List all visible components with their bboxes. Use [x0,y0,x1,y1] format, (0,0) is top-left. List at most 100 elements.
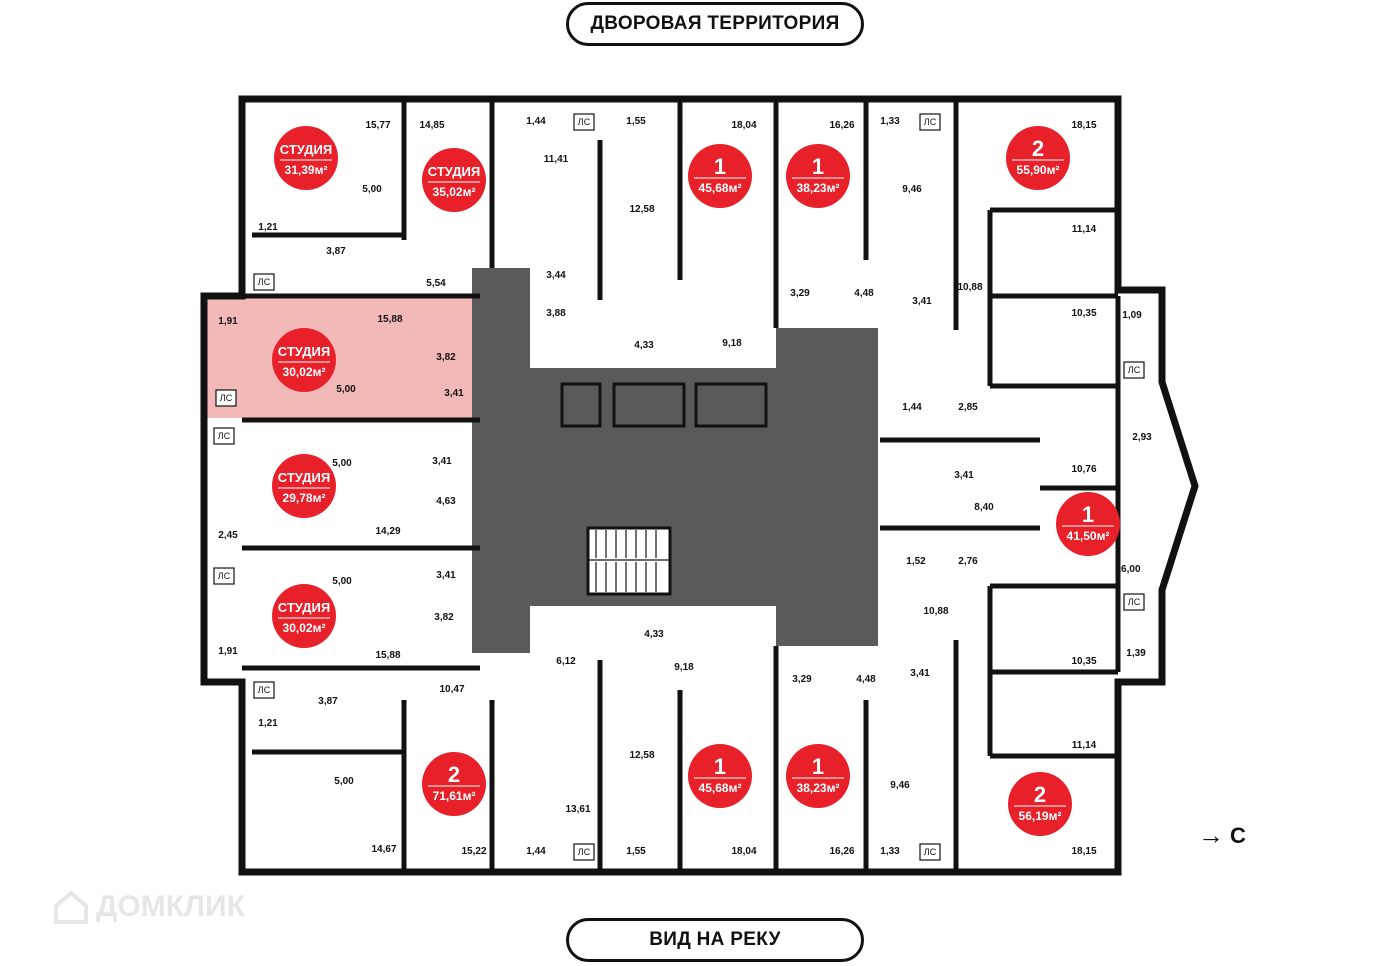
room-area-label: 1,44 [526,116,546,127]
room-area-label: 15,77 [365,120,390,131]
ls-box [573,843,595,861]
room-area-label: 4,33 [644,629,664,640]
badge-type: 1 [812,754,824,779]
ls-box [213,567,235,585]
room-area-label: 3,82 [434,612,454,623]
ls-label: ЛС [220,393,233,403]
room-area-label: 13,61 [565,804,590,815]
room-area-label: 18,15 [1071,846,1096,857]
apartment-badge[interactable]: СТУДИЯ 31,39м² [274,126,338,190]
badge-area: 41,50м² [1067,529,1110,543]
ls-marker: ЛС [215,389,237,407]
room-area-label: 15,88 [375,650,400,661]
room-area-label: 3,44 [546,270,566,281]
room-area-label: 14,29 [375,526,400,537]
room-area-label: 1,91 [218,316,238,327]
room-area-label: 9,18 [722,338,742,349]
badge-area: 56,19м² [1019,809,1062,823]
ls-marker: ЛС [253,273,275,291]
ls-label: ЛС [1128,597,1141,607]
highlighted-apartment[interactable] [202,295,478,418]
ls-marker: ЛС [573,843,595,861]
apartment-badge[interactable]: СТУДИЯ 29,78м² [272,454,336,518]
apartment-badge[interactable]: 256,19м² [1008,772,1072,836]
room-area-label: 11,41 [544,154,569,165]
room-area-label: 3,29 [792,674,812,685]
room-area-label: 4,48 [854,288,874,299]
room-area-label: 15,88 [377,314,402,325]
ls-marker: ЛС [213,427,235,445]
room-area-label: 18,04 [731,120,756,131]
badge-circle [1008,772,1072,836]
room-area-label: 1,33 [880,116,900,127]
ls-box [573,113,595,131]
ls-label: ЛС [258,277,271,287]
badge-circle [422,148,486,212]
badge-area: 35,02м² [433,185,476,199]
ls-marker: ЛС [1123,361,1145,379]
apartment-badge[interactable]: 145,68м² [688,144,752,208]
room-area-label: 6,12 [556,656,576,667]
badge-type: СТУДИЯ [278,344,330,359]
house-icon [54,890,88,924]
badge-type: СТУДИЯ [278,470,330,485]
apartment-badge[interactable]: 138,23м² [786,744,850,808]
room-area-label: 1,39 [1126,648,1146,659]
apartment-badge[interactable]: 271,61м² [422,752,486,816]
room-area-label: 10,88 [923,606,948,617]
badge-type: 1 [1082,502,1094,527]
north-label: С [1230,822,1246,848]
apartment-badge[interactable]: 1 41,50м² [1056,492,1120,556]
room-area-label: 2,76 [958,556,978,567]
room-area-label: 14,85 [419,120,444,131]
room-area-label: 2,93 [1132,432,1152,443]
badge-type: 1 [714,754,726,779]
ls-marker: ЛС [253,681,275,699]
room-area-label: 18,04 [731,846,756,857]
north-indicator: → С [1198,820,1246,851]
room-area-label: 14,67 [371,844,396,855]
room-area-label: 1,21 [258,222,278,233]
badge-type: СТУДИЯ [280,142,332,157]
room-area-label: 11,14 [1072,740,1097,751]
ls-box [919,843,941,861]
ls-label: ЛС [578,847,591,857]
badge-area: 29,78м² [283,491,326,505]
ls-marker: ЛС [1123,593,1145,611]
apartment-badge[interactable]: 138,23м² [786,144,850,208]
room-area-label: 3,82 [436,352,456,363]
apartment-badge[interactable]: 145,68м² [688,744,752,808]
room-area-label: 1,33 [880,846,900,857]
room-area-label: 4,63 [436,496,456,507]
ls-label: ЛС [1128,365,1141,375]
room-area-label: 10,76 [1071,464,1096,475]
room-area-label: 3,41 [436,570,456,581]
watermark-text: ДОМКЛИК [96,890,245,923]
ls-box [919,113,941,131]
badge-circle [1006,126,1070,190]
badge-area: 45,68м² [699,181,742,195]
ls-box [213,427,235,445]
room-area-label: 1,44 [526,846,546,857]
room-area-label: 5,00 [336,384,356,395]
room-area-label: 5,00 [362,184,382,195]
badge-circle [786,744,850,808]
badge-type: 1 [812,154,824,179]
badge-area: 31,39м² [285,163,328,177]
room-area-label: 3,87 [318,696,338,707]
badge-circle [272,454,336,518]
apartment-badge[interactable]: 255,90м² [1006,126,1070,190]
watermark: ДОМКЛИК [52,888,245,926]
ls-label: ЛС [924,847,937,857]
ls-marker: ЛС [919,843,941,861]
ls-label: ЛС [218,431,231,441]
room-area-label: 12,58 [629,204,654,215]
room-area-label: 10,35 [1071,308,1096,319]
ls-marker: ЛС [919,113,941,131]
river-view-label: ВИД НА РЕКУ [566,918,864,962]
badge-circle [688,744,752,808]
